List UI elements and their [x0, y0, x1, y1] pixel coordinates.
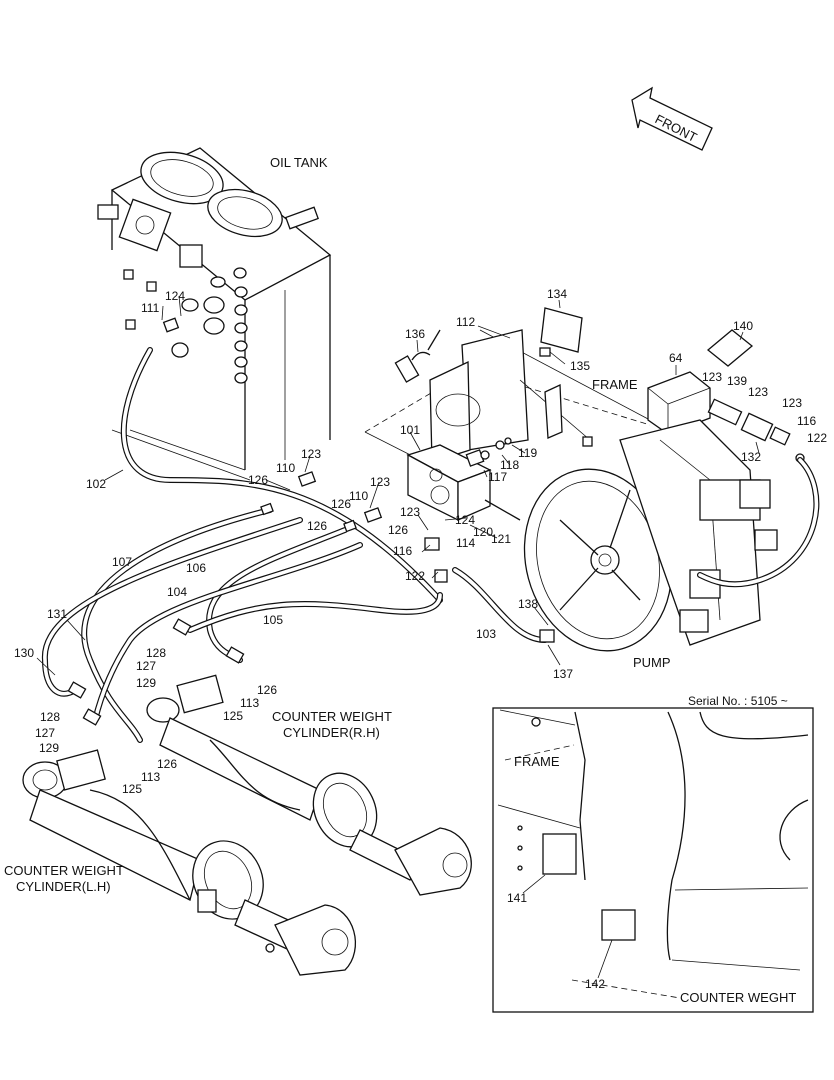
pump [523, 419, 778, 652]
part-label: 122 [807, 431, 827, 445]
part-label: 125 [223, 709, 243, 723]
part-label: 127 [136, 659, 156, 673]
part-label: 130 [14, 646, 34, 660]
part-label: 124 [165, 289, 185, 303]
part-label: 107 [112, 555, 132, 569]
part-label: 111 [141, 301, 160, 315]
part-label: 106 [186, 561, 206, 575]
cylinder-rh [146, 674, 472, 896]
part-label: 136 [405, 327, 425, 341]
part-label: 140 [733, 319, 753, 333]
part-label: 126 [388, 523, 408, 537]
part-label: 116 [393, 544, 412, 558]
part-label: 126 [248, 473, 268, 487]
part-label: 129 [39, 741, 59, 755]
part-label: 123 [301, 447, 321, 461]
part-label: 126 [331, 497, 351, 511]
part-label: 102 [86, 477, 106, 491]
part-label: 129 [136, 676, 156, 690]
part-label: 118 [500, 458, 519, 472]
label-inset-counter-weight: COUNTER WEGHT [680, 990, 796, 1005]
part-label: 116 [797, 414, 816, 428]
part-label: 125 [122, 782, 142, 796]
label-serial-number: Serial No. : 5105 ~ [688, 694, 788, 708]
label-pump: PUMP [633, 655, 671, 670]
part-label: 138 [518, 597, 538, 611]
part-label: 126 [157, 757, 177, 771]
part-label: 123 [748, 385, 768, 399]
oil-tank [97, 147, 332, 481]
frame-small-parts [480, 307, 805, 463]
fittings [67, 317, 555, 726]
part-label: 113 [141, 770, 160, 784]
label-frame: FRAME [592, 377, 638, 392]
label-inset-frame: FRAME [514, 754, 560, 769]
part-label: 126 [257, 683, 277, 697]
part-label: 105 [263, 613, 283, 627]
part-label: 113 [240, 696, 259, 710]
part-label: 134 [547, 287, 567, 301]
cylinder-lh [22, 749, 357, 976]
part-label: 110 [349, 489, 368, 503]
label-cyl-lh-1: COUNTER WEIGHT [4, 863, 124, 878]
part-label: 112 [456, 315, 475, 329]
part-label: 103 [476, 627, 496, 641]
part-label: 104 [167, 585, 187, 599]
part-label: 121 [491, 532, 511, 546]
part-label: 119 [518, 446, 537, 460]
part-label: 123 [400, 505, 420, 519]
part-label: 142 [585, 977, 605, 991]
frame-assembly [364, 329, 651, 471]
part-label: 131 [47, 607, 67, 621]
part-label: 123 [370, 475, 390, 489]
label-cyl-rh-2: CYLINDER(R.H) [283, 725, 380, 740]
part-label: 120 [473, 525, 493, 539]
part-number-labels: 134 112 136 135 140 64 123 139 123 123 1… [14, 287, 827, 991]
part-label: 135 [570, 359, 590, 373]
part-label: 128 [40, 710, 60, 724]
part-label: 122 [405, 569, 425, 583]
tank-ports [123, 267, 248, 384]
part-label: 139 [727, 374, 747, 388]
part-label: 114 [456, 536, 475, 550]
part-label: 124 [455, 513, 475, 527]
assembly-labels: OIL TANK FRAME PUMP COUNTER WEIGHT CYLIN… [4, 155, 796, 1005]
part-label: 123 [782, 396, 802, 410]
part-label: 117 [488, 470, 507, 484]
part-label: 137 [553, 667, 573, 681]
part-label: 128 [146, 646, 166, 660]
label-cyl-rh-1: COUNTER WEIGHT [272, 709, 392, 724]
part-label: 127 [35, 726, 55, 740]
part-label: 110 [276, 461, 295, 475]
part-label: 101 [400, 423, 420, 437]
part-label: 123 [702, 370, 722, 384]
front-arrow: FRONT [631, 86, 713, 151]
label-oil-tank: OIL TANK [270, 155, 328, 170]
part-label: 132 [741, 450, 761, 464]
valve-block-101 [394, 351, 521, 522]
part-label: 141 [507, 891, 527, 905]
label-cyl-lh-2: CYLINDER(L.H) [16, 879, 111, 894]
inset-box [492, 707, 814, 1013]
leader-lines [36, 295, 760, 979]
part-label: 64 [669, 351, 683, 365]
part-label: 126 [307, 519, 327, 533]
